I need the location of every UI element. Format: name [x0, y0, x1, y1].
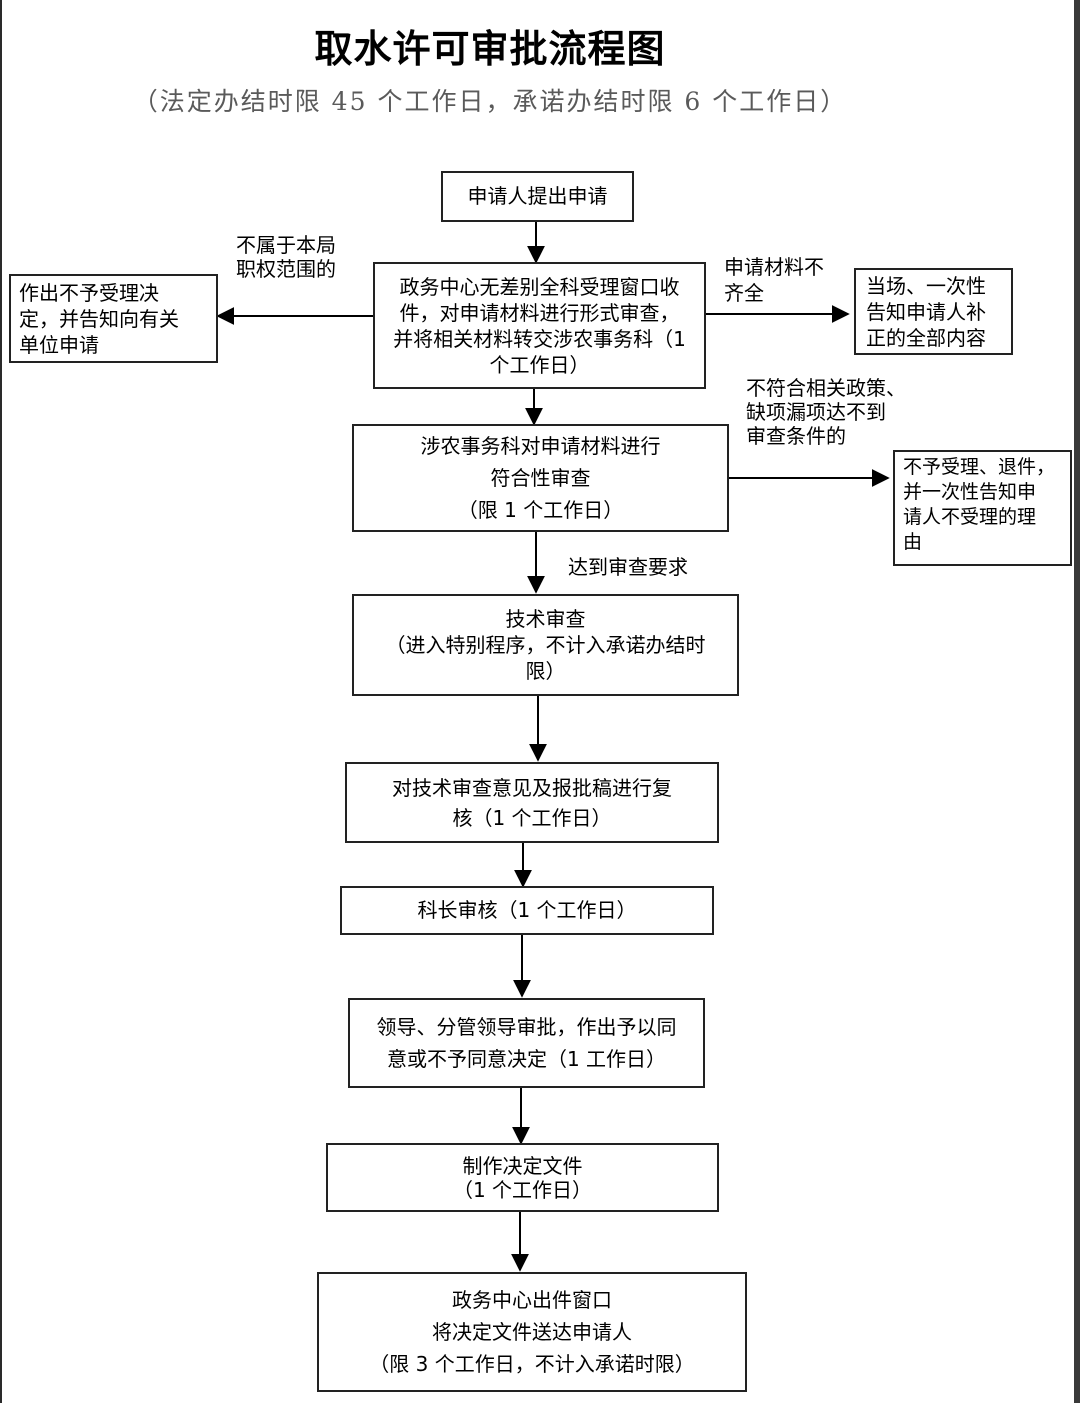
label-passed-line: 达到审查要求	[568, 555, 688, 579]
outcome-refuse: 不予受理、退件， 并一次性告知申 请人不受理的理 由	[893, 450, 1072, 566]
outcome-refuse-line: 并一次性告知申	[903, 481, 1037, 503]
label-not-in-scope-line: 职权范围的	[236, 257, 336, 281]
label-not-conform-line: 不符合相关政策、	[746, 376, 906, 400]
step-leader-line: 意或不予同意决定（1 工作日）	[386, 1047, 667, 1071]
step-conformity-line: 符合性审查	[490, 466, 591, 490]
label-passed: 达到审查要求	[568, 555, 688, 579]
step-apply: 申请人提出申请	[441, 171, 634, 222]
label-not-conform-line: 缺项漏项达不到	[746, 400, 886, 424]
step-apply-text: 申请人提出申请	[467, 184, 608, 208]
page-title: 取水许可审批流程图	[314, 27, 666, 71]
label-incomplete-line: 申请材料不	[724, 255, 824, 279]
label-not-conform: 不符合相关政策、 缺项漏项达不到 审查条件的	[746, 376, 906, 448]
label-not-in-scope: 不属于本局 职权范围的	[236, 233, 336, 281]
outcome-supplement-line: 当场、一次性	[866, 274, 986, 298]
step-receive-line: 政务中心无差别全科受理窗口收	[399, 274, 680, 299]
label-not-in-scope-line: 不属于本局	[236, 233, 336, 257]
step-document: 制作决定文件 （1 个工作日）	[326, 1143, 719, 1212]
step-technical-line: 技术审查	[505, 607, 586, 631]
step-receive-line: 并将相关材料转交涉农事务科（1	[393, 326, 686, 351]
step-technical-line: （进入特别程序，不计入承诺办结时	[385, 633, 706, 657]
step-conformity: 涉农事务科对申请材料进行 符合性审查 （限 1 个工作日）	[352, 424, 729, 532]
label-incomplete-line: 齐全	[724, 281, 764, 305]
outcome-reject-scope: 作出不予受理决 定，并告知向有关 单位申请	[9, 274, 218, 363]
outcome-supplement-line: 正的全部内容	[866, 326, 986, 350]
outcome-reject-scope-line: 作出不予受理决	[19, 281, 159, 305]
outcome-refuse-line: 请人不受理的理	[903, 506, 1037, 528]
outcome-reject-scope-line: 单位申请	[19, 333, 99, 357]
outcome-supplement-line: 告知申请人补	[866, 300, 986, 324]
step-conformity-line: （限 1 个工作日）	[457, 498, 624, 522]
step-recheck-line: 核（1 个工作日）	[452, 805, 612, 830]
page-subtitle: （法定办结时限 45 个工作日，承诺办结时限 6 个工作日）	[132, 87, 848, 116]
outcome-reject-scope-line: 定，并告知向有关	[19, 307, 179, 331]
step-recheck-line: 对技术审查意见及报批稿进行复	[392, 775, 672, 800]
step-deliver: 政务中心出件窗口 将决定文件送达申请人 （限 3 个工作日，不计入承诺时限）	[317, 1272, 747, 1392]
step-deliver-line: 政务中心出件窗口	[452, 1288, 612, 1312]
step-deliver-line: （限 3 个工作日，不计入承诺时限）	[369, 1352, 695, 1376]
label-not-conform-line: 审查条件的	[746, 424, 846, 448]
step-deliver-line: 将决定文件送达申请人	[432, 1320, 632, 1344]
label-incomplete: 申请材料不 齐全	[724, 254, 824, 306]
step-receive-line: 件，对申请材料进行形式审查，	[399, 300, 680, 325]
step-document-line: （1 个工作日）	[452, 1177, 593, 1202]
step-recheck: 对技术审查意见及报批稿进行复 核（1 个工作日）	[345, 762, 719, 843]
step-technical-line: 限）	[525, 659, 566, 683]
step-leader: 领导、分管领导审批，作出予以同 意或不予同意决定（1 工作日）	[348, 998, 705, 1088]
step-conformity-line: 涉农事务科对申请材料进行	[420, 434, 661, 458]
step-receive-line: 个工作日）	[489, 352, 590, 377]
outcome-supplement: 当场、一次性 告知申请人补 正的全部内容	[854, 268, 1013, 355]
step-chief: 科长审核（1 个工作日）	[340, 886, 714, 935]
step-technical: 技术审查 （进入特别程序，不计入承诺办结时 限）	[352, 594, 739, 696]
outcome-refuse-line: 由	[903, 531, 923, 553]
step-document-line: 制作决定文件	[462, 1153, 583, 1178]
step-receive: 政务中心无差别全科受理窗口收 件，对申请材料进行形式审查， 并将相关材料转交涉农…	[373, 262, 706, 389]
step-leader-line: 领导、分管领导审批，作出予以同	[376, 1015, 677, 1039]
step-chief-line: 科长审核（1 个工作日）	[417, 898, 637, 922]
outcome-refuse-line: 不予受理、退件，	[903, 456, 1056, 478]
